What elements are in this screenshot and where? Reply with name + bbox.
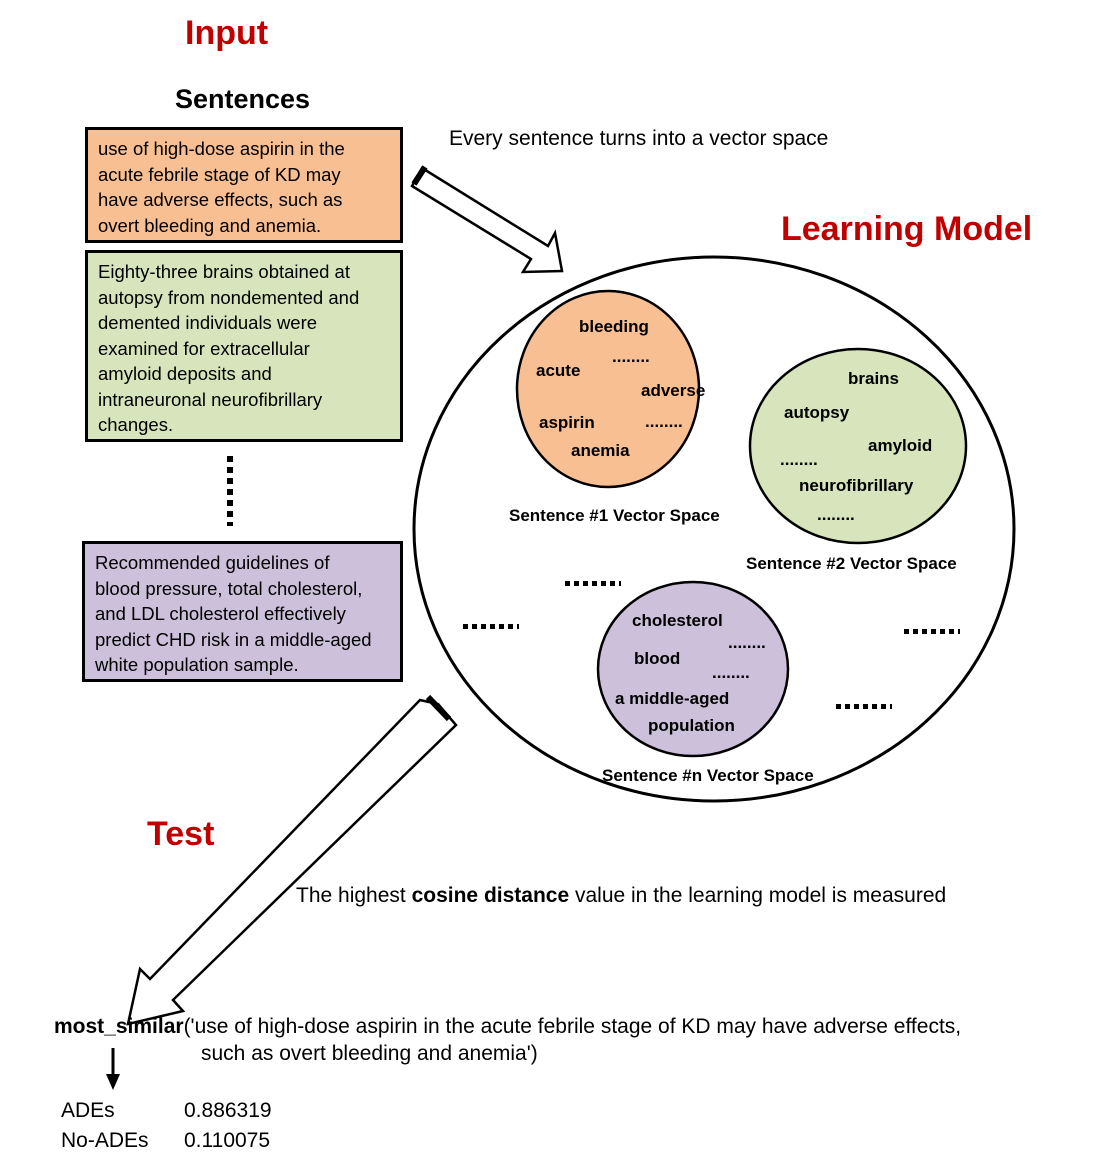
query-func: most_similar	[54, 1015, 184, 1038]
result-value: 0.110075	[184, 1129, 271, 1152]
result-label: ADEs	[61, 1099, 115, 1122]
space1-label: Sentence #1 Vector Space	[509, 506, 720, 525]
vector-space-n-circle	[596, 580, 790, 758]
space2-word: neurofibrillary	[799, 476, 914, 495]
space2-dots: ........	[780, 450, 818, 469]
spacen-word: a middle-aged	[615, 689, 730, 708]
test-caption-bold: cosine distance	[411, 884, 570, 907]
space1-word: bleeding	[579, 317, 649, 336]
space1-word: aspirin	[539, 413, 595, 432]
space1-dots: ........	[645, 412, 683, 431]
space1-dots: ........	[612, 347, 650, 366]
sentence-box-2: Eighty-three brains obtained at autopsy …	[85, 250, 403, 442]
space2-word: brains	[848, 369, 900, 388]
test-caption-prefix: The highest	[296, 884, 412, 907]
space1-word: adverse	[641, 381, 706, 400]
test-title: Test	[147, 815, 215, 853]
vertical-ellipsis	[227, 456, 233, 526]
test-caption-suffix: value in the learning model is measured	[569, 884, 947, 907]
sentence-box-1: use of high-dose aspirin in the acute fe…	[85, 127, 403, 243]
result-label: No-ADEs	[61, 1129, 149, 1152]
result-value: 0.886319	[184, 1099, 272, 1122]
sentences-heading: Sentences	[175, 84, 311, 114]
spacen-label: Sentence #n Vector Space	[602, 766, 814, 785]
arrow-model-to-test	[126, 694, 458, 1026]
test-caption: The highest cosine distance value in the…	[296, 884, 946, 908]
spacen-dots: ........	[712, 663, 750, 682]
space1-word: acute	[536, 361, 581, 380]
model-ellipsis-2	[463, 624, 519, 629]
sentence-box-n: Recommended guidelines of blood pressure…	[82, 541, 403, 682]
learning-model-title: Learning Model	[781, 210, 1033, 248]
vector-space-2-circle	[748, 347, 968, 545]
space2-dots: ........	[817, 505, 855, 524]
result-down-arrow	[106, 1048, 120, 1090]
arrow-caption: Every sentence turns into a vector space	[449, 127, 829, 150]
space2-word: autopsy	[784, 403, 850, 422]
spacen-word: cholesterol	[632, 611, 723, 630]
arrow-sentence-to-model	[410, 165, 564, 274]
spacen-word: population	[648, 716, 735, 735]
space2-label: Sentence #2 Vector Space	[746, 554, 957, 573]
input-title: Input	[185, 14, 269, 52]
query-args-1: ('use of high-dose aspirin in the acute …	[183, 1015, 962, 1038]
spacen-word: blood	[634, 649, 681, 668]
space1-word: anemia	[571, 441, 630, 460]
query-line-2: such as overt bleeding and anemia')	[201, 1042, 538, 1065]
query-line-1: most_similar('use of high-dose aspirin i…	[54, 1015, 961, 1039]
spacen-dots: ........	[728, 633, 766, 652]
model-ellipsis-4	[836, 704, 892, 709]
space2-word: amyloid	[868, 436, 933, 455]
model-ellipsis-1	[565, 581, 621, 586]
vector-space-1-circle	[515, 289, 701, 489]
model-ellipsis-3	[904, 629, 960, 634]
